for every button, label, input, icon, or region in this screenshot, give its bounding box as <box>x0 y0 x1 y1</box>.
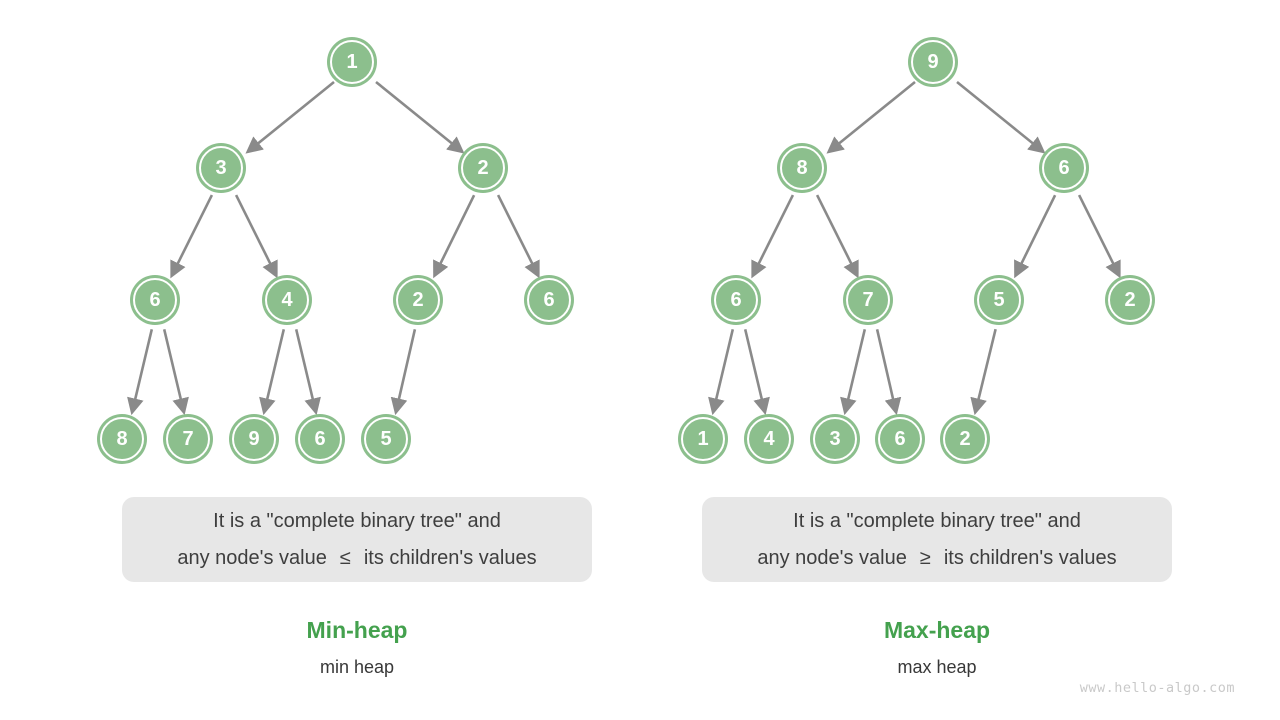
max-heap-node: 2 <box>1108 278 1152 322</box>
max-heap-node: 3 <box>813 417 857 461</box>
min-heap-node: 6 <box>527 278 571 322</box>
tree-edge <box>127 328 154 416</box>
tree-edge <box>259 328 286 416</box>
min-heap-node: 7 <box>166 417 210 461</box>
min-heap-node: 1 <box>330 40 374 84</box>
watermark: www.hello-algo.com <box>1079 680 1235 696</box>
min-heap-node: 2 <box>461 146 505 190</box>
caption-line2-post: its children's values <box>943 546 1117 569</box>
tree-edge <box>1077 194 1121 279</box>
max-heap-subtitle: max heap <box>897 657 977 677</box>
tree-edge <box>875 329 902 416</box>
min-heap-node: 6 <box>133 278 177 322</box>
tree-edge <box>840 328 867 416</box>
tree-edge <box>743 328 770 416</box>
min-heap-node: 2 <box>396 278 440 322</box>
caption-line1: It is a "complete binary tree" and <box>793 509 1081 532</box>
tree-edge <box>294 328 321 416</box>
max-heap-node: 6 <box>714 278 758 322</box>
max-heap-node: 7 <box>846 278 890 322</box>
min-heap-node: 6 <box>298 417 342 461</box>
tree-edge <box>970 328 997 416</box>
tree-edge <box>956 80 1046 154</box>
tree-edge <box>708 328 735 416</box>
tree-edge <box>1014 194 1057 279</box>
caption-line1: It is a "complete binary tree" and <box>213 509 501 532</box>
caption-line2: any node's value ≥ its children's values <box>757 540 1116 577</box>
caption-line2: any node's value ≤ its children's values <box>177 540 536 577</box>
max-heap-node: 9 <box>911 40 955 84</box>
max-heap-title: Max-heap <box>883 617 991 643</box>
tree-edge <box>375 80 465 154</box>
max-heap-node: 4 <box>747 417 791 461</box>
min-heap-caption-box: It is a "complete binary tree" and any n… <box>122 497 592 582</box>
max-heap-node: 8 <box>780 146 824 190</box>
tree-edge <box>234 194 278 279</box>
max-heap-node: 2 <box>943 417 987 461</box>
min-heap-node: 8 <box>100 417 144 461</box>
tree-edge <box>245 80 335 154</box>
min-heap-subtitle: min heap <box>319 657 395 677</box>
max-heap-caption-box: It is a "complete binary tree" and any n… <box>702 497 1172 582</box>
caption-line2-pre: any node's value <box>177 546 327 569</box>
min-heap-node: 3 <box>199 146 243 190</box>
min-heap-node: 4 <box>265 278 309 322</box>
tree-edge <box>390 329 417 416</box>
min-heap-node: 9 <box>232 417 276 461</box>
tree-edge <box>496 194 540 279</box>
less-equal-operator: ≤ <box>339 546 351 569</box>
min-heap-title: Min-heap <box>306 617 408 643</box>
caption-line2-post: its children's values <box>363 546 537 569</box>
greater-equal-operator: ≥ <box>919 546 931 569</box>
max-heap-node: 5 <box>977 278 1021 322</box>
tree-edge <box>170 194 214 279</box>
max-heap-node: 6 <box>878 417 922 461</box>
tree-edge <box>815 194 859 279</box>
tree-edge <box>826 80 916 154</box>
tree-edge <box>162 328 189 416</box>
caption-line2-pre: any node's value <box>757 546 907 569</box>
tree-edge <box>433 194 476 279</box>
tree-edge <box>751 194 795 279</box>
min-heap-node: 5 <box>364 417 408 461</box>
max-heap-node: 6 <box>1042 146 1086 190</box>
max-heap-node: 1 <box>681 417 725 461</box>
